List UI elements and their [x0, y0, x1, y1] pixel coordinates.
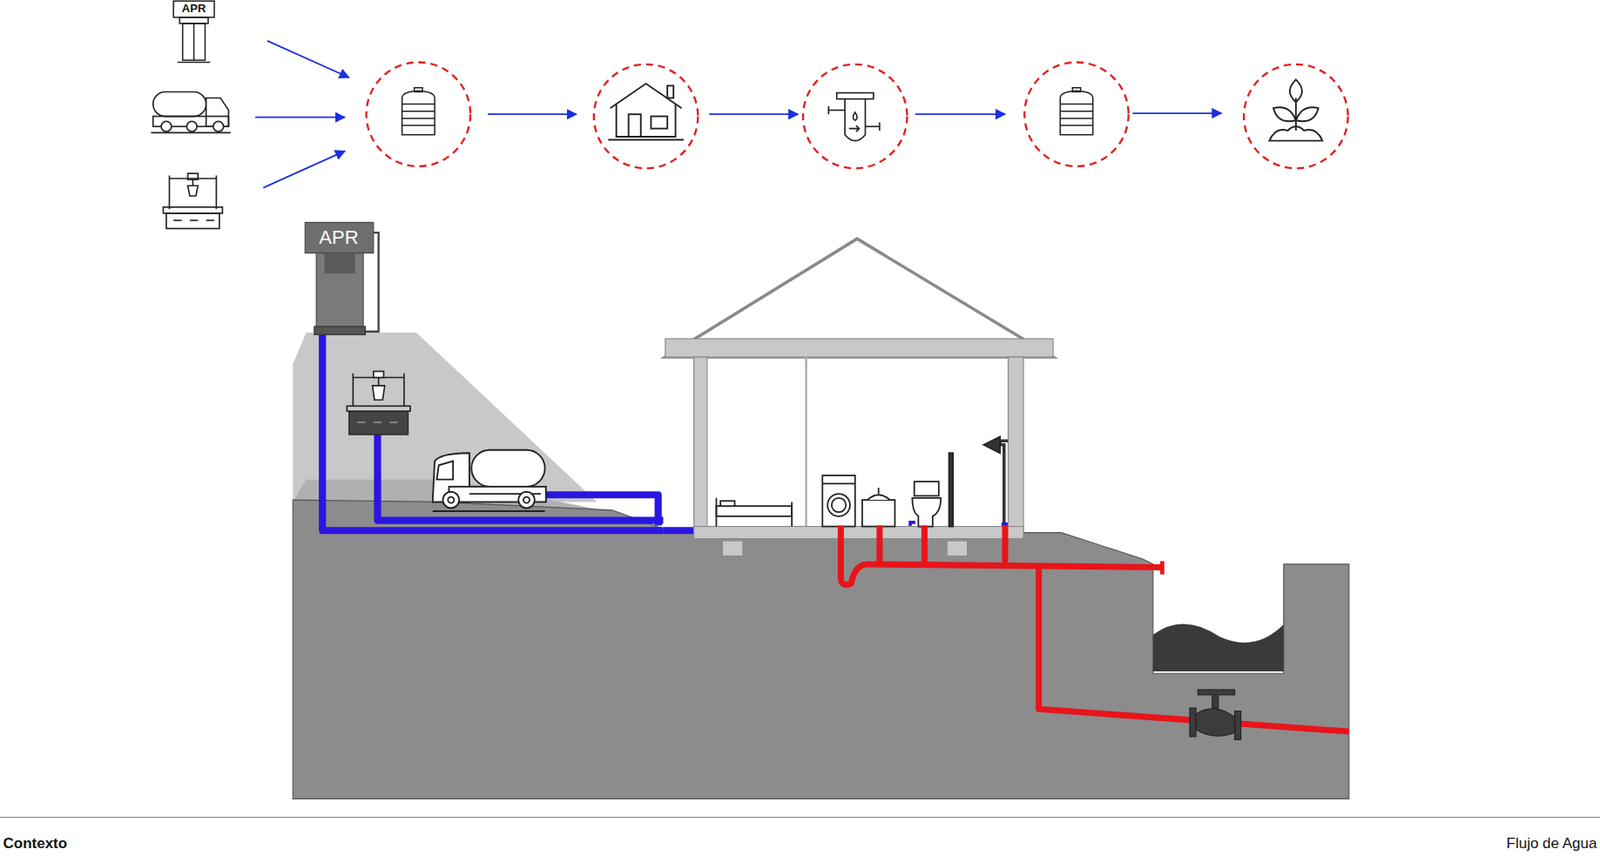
tank-icon	[402, 87, 435, 136]
ground	[292, 499, 1350, 799]
house-icon	[607, 83, 684, 140]
footer-title: Flujo de Agua	[1506, 836, 1598, 853]
tank-icon	[1059, 87, 1093, 136]
well-icon	[162, 173, 223, 229]
apr-tower	[304, 222, 379, 335]
house	[665, 238, 1054, 556]
apr-tower-label: APR	[318, 227, 358, 249]
drain-pipes	[840, 525, 1349, 732]
well	[346, 371, 411, 435]
flow-arrows	[255, 40, 1222, 189]
valve	[1189, 689, 1242, 740]
apr-icon	[173, 0, 215, 62]
apr-icon-label: APR	[182, 2, 206, 15]
footer-rule	[0, 816, 1600, 818]
sludge	[1153, 623, 1284, 672]
stage-circles	[366, 61, 1349, 169]
pipe-end	[1160, 560, 1165, 574]
plant-icon	[1269, 79, 1323, 141]
hill	[292, 332, 597, 502]
tank-truck	[432, 450, 547, 512]
supply-pipes	[322, 334, 1006, 531]
truck-icon	[150, 91, 230, 133]
filter-icon	[828, 93, 880, 142]
footer-section: Contexto	[3, 836, 68, 853]
furniture	[715, 436, 1008, 527]
